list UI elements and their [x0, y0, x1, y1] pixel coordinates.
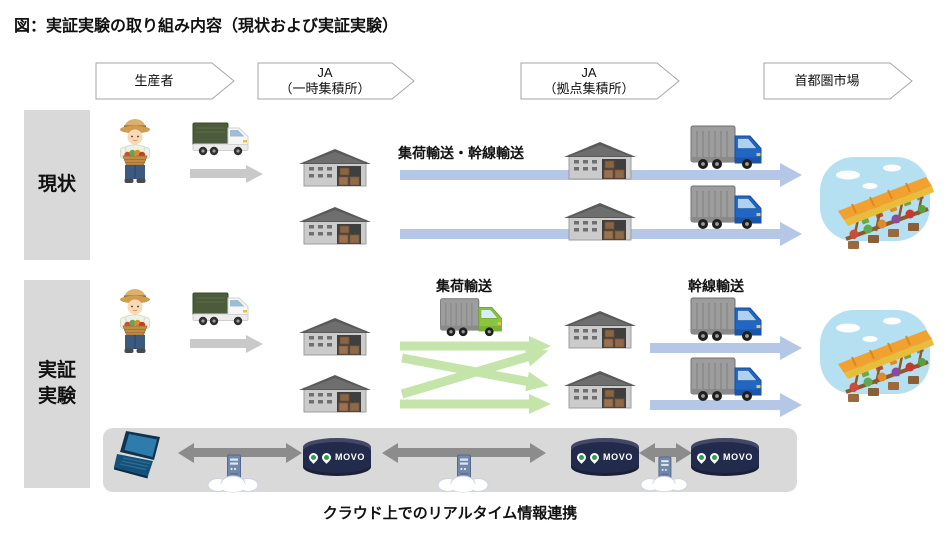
label-collection-trunk-transport: 集荷輸送・幹線輸送 — [398, 145, 524, 161]
blue-truck-icon — [690, 124, 762, 170]
stage-label: 首都圏市場 — [794, 73, 860, 89]
row-label-text: 実証 — [37, 360, 76, 382]
trunk-transport-arrow-top — [650, 343, 780, 353]
stage-producer: 生産者 — [95, 62, 235, 100]
movo-logo-text: MOVO — [603, 452, 633, 462]
label-trunk-transport: 幹線輸送 — [688, 278, 744, 294]
movo-database-icon: MOVO — [571, 438, 639, 476]
row-label-text: 現状 — [37, 174, 76, 196]
chevron-shape — [520, 62, 680, 100]
stage-label-wrap: 首都圏市場 — [763, 62, 891, 100]
movo-logo-text: MOVO — [723, 452, 753, 462]
figure-title: 図：実証実験の取り組み内容（現状および実証実験） — [14, 18, 399, 35]
chevron-shape — [257, 62, 415, 100]
warehouse-icon — [564, 368, 636, 410]
farmer-icon — [114, 114, 156, 186]
info-sync-arrow — [655, 448, 676, 457]
cloud-server-icon — [434, 454, 492, 494]
stage-label: JA — [317, 65, 333, 81]
label-collection-transport: 集荷輸送 — [436, 278, 492, 294]
movo-pin-icon — [708, 450, 721, 464]
movo-database-icon: MOVO — [691, 438, 759, 476]
farm-to-depot-arrow — [190, 169, 246, 178]
movo-logo-text: MOVO — [335, 452, 365, 462]
green-truck-icon — [437, 297, 505, 337]
info-sync-arrow — [398, 448, 530, 457]
movo-pin-icon — [588, 450, 601, 464]
collection-route-arrows — [400, 336, 551, 414]
stage-label-wrap: 生産者 — [95, 62, 213, 100]
trunk-transport-arrow-bottom — [650, 400, 780, 410]
chevron-shape — [763, 62, 913, 100]
warehouse-icon — [299, 204, 371, 246]
row-label-current: 現状 — [24, 110, 90, 260]
warehouse-icon — [564, 308, 636, 350]
movo-database-icon: MOVO — [303, 438, 371, 476]
blue-truck-icon — [690, 296, 762, 342]
chevron-shape — [95, 62, 235, 100]
warehouse-icon — [299, 372, 371, 414]
warehouse-icon — [299, 146, 371, 188]
warehouse-icon — [564, 139, 636, 181]
stage-label: 生産者 — [134, 73, 174, 89]
cloud-caption: クラウド上でのリアルタイム情報連携 — [322, 505, 578, 522]
covered-truck-icon — [192, 290, 250, 328]
stage-label-wrap: JA （拠点集積所） — [520, 62, 658, 100]
stage-ja-temporary-depot: JA （一時集積所） — [257, 62, 415, 100]
blue-truck-icon — [690, 184, 762, 230]
cloud-server-icon — [204, 454, 262, 494]
covered-truck-icon — [192, 120, 250, 158]
farm-to-depot-arrow — [190, 339, 246, 348]
row-label-experiment: 実証 実験 — [24, 280, 90, 488]
stage-ja-hub-depot: JA （拠点集積所） — [520, 62, 680, 100]
warehouse-icon — [299, 315, 371, 357]
farmer-icon — [114, 284, 156, 356]
movo-pin-icon — [320, 450, 333, 464]
stage-label: JA — [581, 65, 597, 81]
stage-label-line2: （拠点集積所） — [543, 81, 635, 96]
blue-truck-icon — [690, 356, 762, 402]
stage-label-line2: （一時集積所） — [279, 81, 371, 96]
cloud-server-icon — [637, 456, 691, 493]
row-label-text-line2: 実験 — [37, 386, 76, 407]
market-icon — [812, 306, 936, 406]
laptop-icon — [114, 431, 166, 479]
market-icon — [812, 153, 936, 253]
movo-pin-icon — [575, 450, 588, 464]
movo-pin-icon — [695, 450, 708, 464]
info-sync-arrow — [194, 448, 286, 457]
stage-metropolitan-market: 首都圏市場 — [763, 62, 913, 100]
stage-label-wrap: JA （一時集積所） — [257, 62, 393, 100]
warehouse-icon — [564, 200, 636, 242]
movo-pin-icon — [307, 450, 320, 464]
